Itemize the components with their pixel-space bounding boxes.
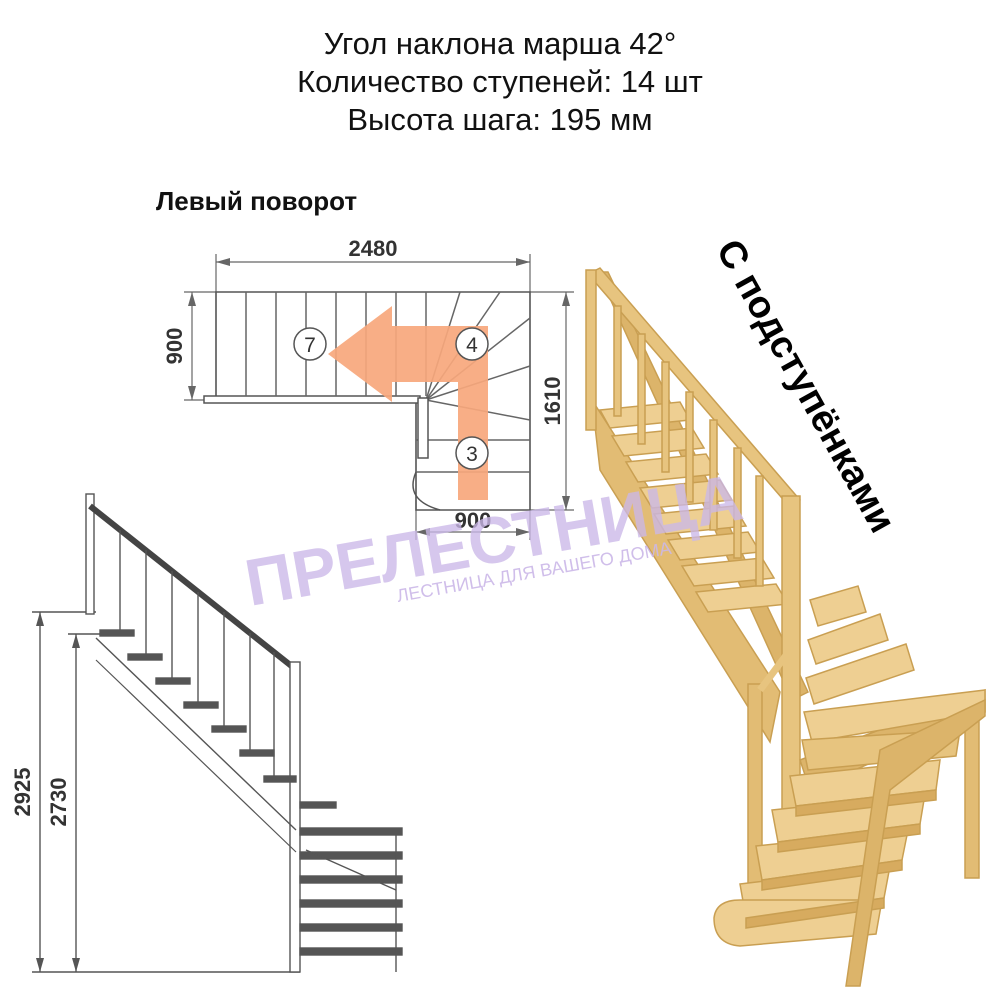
side-view	[32, 493, 403, 973]
plan-dim-bottom: 900	[455, 508, 492, 533]
watermark-brand: ПРЕЛЕСТНИЦА	[240, 460, 748, 620]
plan-dim-top: 2480	[349, 236, 398, 261]
plan-view	[184, 254, 574, 540]
side-dim-outer: 2925	[10, 768, 35, 817]
plan-dim-left: 900	[162, 328, 187, 365]
step-marker-3-circle	[455, 436, 489, 470]
spec-angle: Угол наклона марша 42°	[323, 26, 677, 61]
side-dim-inner: 2730	[46, 778, 71, 827]
step-marker-3: 3	[466, 443, 478, 466]
step-marker-4-circle	[455, 327, 489, 361]
direction-arrow	[328, 306, 488, 500]
step-marker-4: 4	[466, 334, 478, 357]
step-marker-7: 7	[304, 334, 316, 357]
step-marker-7-circle	[293, 327, 327, 361]
turn-direction-label: Левый поворот	[156, 186, 358, 216]
plan-dim-right: 1610	[540, 377, 565, 426]
spec-step-count: Количество ступеней: 14 шт	[297, 64, 703, 99]
wooden-staircase-render	[585, 267, 986, 987]
spec-step-height: Высота шага: 195 мм	[347, 102, 653, 137]
